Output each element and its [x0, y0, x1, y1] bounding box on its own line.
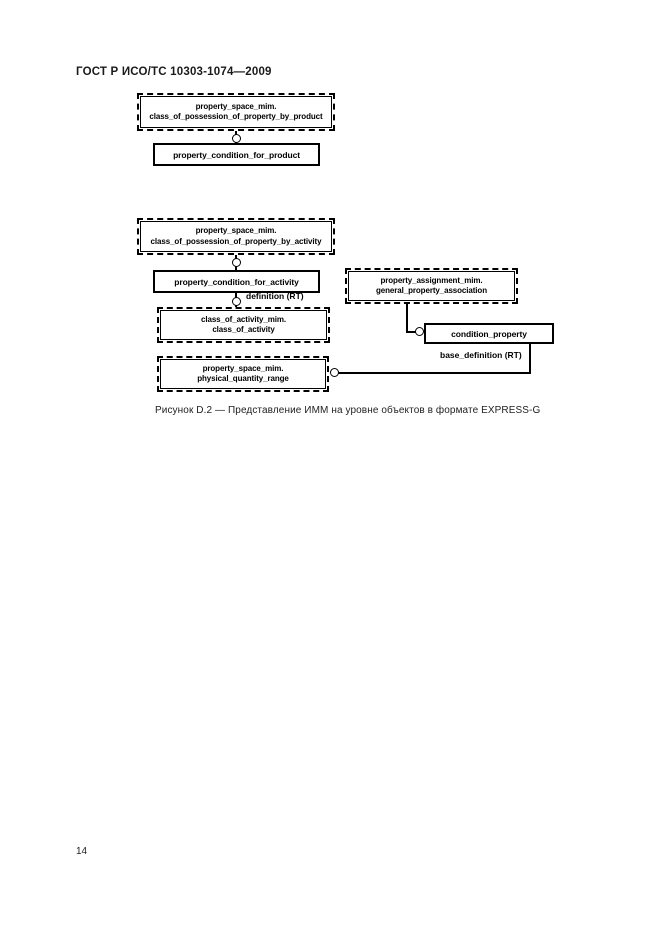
schema-name: property_space_mim.	[195, 101, 277, 111]
entity-name: class_of_possession_of_property_by_activ…	[150, 236, 322, 246]
relationship-circle	[232, 134, 241, 143]
entity-box-text: property_assignment_mim. general_propert…	[348, 271, 515, 301]
entity-box-text: property_space_mim. class_of_possession_…	[140, 96, 332, 128]
document-header: ГОСТ Р ИСО/ТС 10303-1074—2009	[76, 66, 272, 78]
entity-box-text: property_space_mim. class_of_possession_…	[140, 221, 332, 252]
entity-box-condition-property: condition_property	[424, 323, 554, 344]
entity-name: general_property_association	[375, 286, 488, 295]
relationship-circle	[232, 258, 241, 267]
entity-box-class-of-possession-of-property-by-product: property_space_mim. class_of_possession_…	[137, 93, 335, 131]
schema-name: property_assignment_mim.	[380, 275, 483, 285]
schema-name: property_space_mim.	[202, 363, 284, 373]
edge-label-base-definition: base_definition (RT)	[440, 350, 522, 360]
connector-line	[529, 344, 531, 374]
connector-line	[406, 304, 408, 333]
entity-name: class_of_activity	[212, 325, 275, 334]
entity-name: class_of_possession_of_property_by_produ…	[149, 112, 323, 121]
entity-box-property-condition-for-product: property_condition_for_product	[153, 143, 320, 166]
entity-box-text: class_of_activity_mim. class_of_activity	[160, 310, 327, 340]
entity-box-class-of-activity: class_of_activity_mim. class_of_activity	[157, 307, 330, 343]
entity-name: physical_quantity_range	[197, 374, 289, 383]
edge-label-definition: definition (RT)	[246, 291, 304, 301]
entity-box-general-property-association: property_assignment_mim. general_propert…	[345, 268, 518, 304]
entity-box-property-condition-for-activity: property_condition_for_activity	[153, 270, 320, 293]
relationship-circle	[330, 368, 339, 377]
connector-line	[336, 372, 531, 374]
entity-box-text: property_space_mim. physical_quantity_ra…	[160, 359, 326, 389]
page-number: 14	[76, 846, 88, 857]
connector-line	[406, 331, 416, 333]
relationship-circle	[232, 297, 241, 306]
entity-box-class-of-possession-of-property-by-activity: property_space_mim. class_of_possession_…	[137, 218, 335, 255]
schema-name: class_of_activity_mim.	[201, 314, 286, 324]
figure-caption: Рисунок D.2 — Представление ИММ на уровн…	[155, 405, 541, 416]
entity-box-physical-quantity-range: property_space_mim. physical_quantity_ra…	[157, 356, 329, 392]
relationship-circle	[415, 327, 424, 336]
schema-name: property_space_mim.	[195, 226, 277, 235]
